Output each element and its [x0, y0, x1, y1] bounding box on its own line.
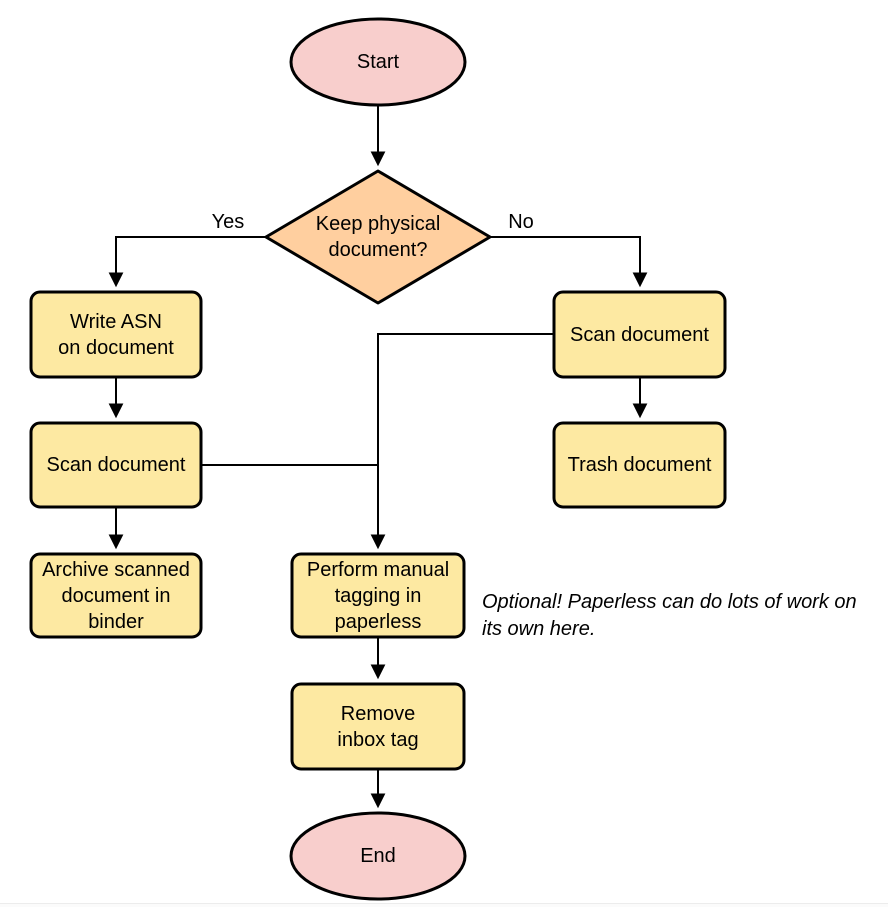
start-terminal-shape: [289, 17, 467, 107]
scan-left-box-shape: [29, 421, 203, 509]
trash-box-shape: [552, 421, 727, 509]
tagging-box-shape: [290, 552, 466, 639]
yes-edge-label: Yes: [211, 211, 245, 233]
scan-right-box-shape: [552, 290, 727, 379]
end-terminal-shape: [289, 811, 467, 901]
optional-note: Optional! Paperless can do lots of work …: [482, 591, 857, 640]
edge-decision-no-to-scan-right: [490, 236, 648, 288]
write-asn-box-shape: [29, 290, 203, 379]
archive-box-shape: [29, 552, 203, 639]
no-edge-label: No: [508, 211, 534, 233]
edge-scan-right-to-tagging: [370, 333, 554, 550]
edge-decision-yes-to-write-asn: [108, 236, 266, 288]
remove-inbox-box-shape: [290, 682, 466, 771]
bottom-separator: [0, 903, 888, 907]
decision-diamond-shape: [264, 169, 492, 305]
